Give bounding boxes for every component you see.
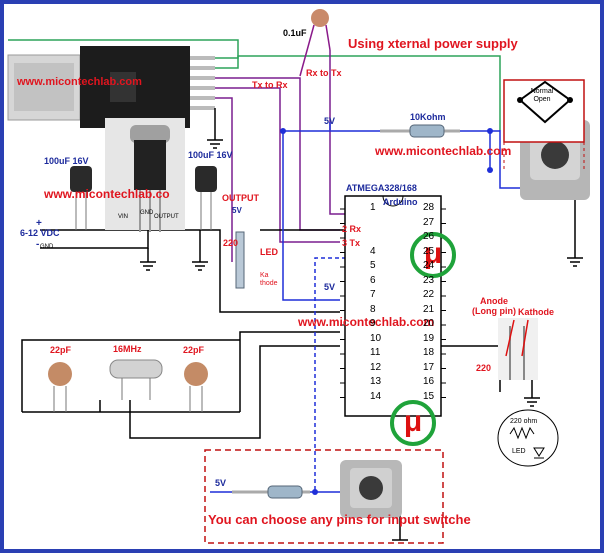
pin-left-8: 8 <box>370 303 376 315</box>
pin-right-18: 18 <box>423 347 435 358</box>
cap-0p1uf-label: 0.1uF <box>283 28 307 38</box>
adapter-header-pins <box>190 56 215 110</box>
pin-left-10: 10 <box>370 332 382 344</box>
adapter-chip <box>110 72 136 102</box>
crystal-16mhz <box>109 359 163 400</box>
dashed-input-wire <box>314 257 345 490</box>
black-wires <box>21 108 583 541</box>
minus-label: - <box>36 239 40 250</box>
cap-22pf-right <box>184 362 208 412</box>
pin-left-4: 4 <box>370 245 376 257</box>
kathode-small-label: Ka thode <box>260 272 278 287</box>
chip-name: ATMEGA328/168 <box>346 183 417 193</box>
pin-left-6: 6 <box>370 274 376 286</box>
resistor-input <box>232 485 310 499</box>
vin-label: VIN <box>118 214 129 220</box>
rx-to-tx-label: Rx to Tx <box>306 68 342 78</box>
pin-right-21: 21 <box>423 303 435 315</box>
pin-left-12: 12 <box>370 361 382 373</box>
pin-right-22: 22 <box>423 289 435 300</box>
cap-100uf-right <box>195 166 217 230</box>
mu-logo-top: μ <box>410 232 456 278</box>
plus-label: + <box>36 218 42 229</box>
cap-22pf-left-label: 22pF <box>50 345 72 355</box>
led-symbol <box>497 409 559 467</box>
pin-left-14: 14 <box>370 390 382 402</box>
reset-button <box>503 79 590 200</box>
output-reg-label: OUTPUT <box>154 214 179 220</box>
resistor-10k-label: 10Kohm <box>410 112 446 122</box>
pin-left-5: 5 <box>370 260 376 271</box>
input-switch-frame <box>204 449 444 544</box>
pin-right-28: 28 <box>423 202 435 213</box>
resistor-220-led <box>235 231 245 289</box>
rx-label: 2 Rx <box>342 224 362 234</box>
pin-right-25: 25 <box>423 245 435 257</box>
tx-label: 3 Tx <box>342 238 361 248</box>
website-label-4: www.micontechlab.com <box>298 315 435 329</box>
pin-left-1: 1 <box>370 202 376 213</box>
led-symbol-label: LED <box>512 448 526 455</box>
cap-100uf-right-label: 100uF 16V <box>188 150 233 160</box>
cap-22pf-left <box>48 362 72 412</box>
r220-led-label: 220 <box>223 238 239 248</box>
green-wires <box>8 39 501 130</box>
blue-wires <box>210 122 520 493</box>
led-label: LED <box>260 247 278 257</box>
right-led <box>498 318 538 380</box>
website-label-1: www.micontechlab.com <box>17 76 142 88</box>
cap-100uf-left-label: 100uF 16V <box>44 156 89 166</box>
tx-to-rx-label: Tx to Rx <box>252 80 288 90</box>
cap-22pf-right-label: 22pF <box>183 345 205 355</box>
usb-plug-inner <box>14 63 74 111</box>
reset-button-guides <box>503 142 585 170</box>
output-label: OUTPUT <box>222 193 259 203</box>
cap-0p1uf <box>299 9 331 77</box>
pin-right-27: 27 <box>423 216 435 228</box>
power-title: Using xternal power supply <box>348 36 518 51</box>
anode-label: Anode (Long pin) <box>472 296 516 316</box>
kathode-label: Kathode <box>518 307 554 317</box>
website-label-3: www.micontechlab.co <box>44 187 170 201</box>
mu-logo-bottom: μ <box>390 400 436 446</box>
arduino-label: Arduino <box>383 197 418 207</box>
input-push-button <box>340 460 402 518</box>
pin-left-7: 7 <box>370 289 376 300</box>
pin-right-20: 20 <box>423 318 435 329</box>
r220-ohm-label: 220 ohm <box>510 418 538 425</box>
voltage-regulator <box>105 118 185 232</box>
pin-right-16: 16 <box>423 376 435 387</box>
r220-right-label: 220 <box>476 363 492 373</box>
vdc-label: 6-12 VDC <box>20 228 60 238</box>
pin-left-13: 13 <box>370 376 382 387</box>
pin-left-11: 11 <box>370 347 381 358</box>
crystal-label: 16MHz <box>113 344 142 354</box>
gnd-reg-label: GND <box>140 210 154 216</box>
junction-dots <box>280 128 493 495</box>
cap-100uf-left <box>70 166 92 230</box>
pin-right-19: 19 <box>423 332 435 344</box>
5v-label-1: 5V <box>324 116 336 126</box>
5v-label-3: 5V <box>324 282 336 292</box>
website-label-2: www.micontechlab.com <box>375 144 512 158</box>
pin-right-26: 26 <box>423 231 435 242</box>
normal-open-label: Normal Open <box>530 88 554 103</box>
5v-label-4: 5V <box>215 478 227 488</box>
input-switch-note: You can choose any pins for input switch… <box>208 512 471 527</box>
pin-left-9: 9 <box>370 318 376 329</box>
gnd-label: GND <box>40 244 54 250</box>
pin-right-15: 15 <box>423 390 435 402</box>
usb-serial-adapter <box>7 46 215 128</box>
resistor-10k <box>380 124 460 138</box>
5v-label-2: 5V <box>232 206 242 215</box>
pin-right-23: 23 <box>423 274 435 286</box>
pin-right-24: 24 <box>423 260 435 271</box>
pin-right-17: 17 <box>423 361 435 373</box>
